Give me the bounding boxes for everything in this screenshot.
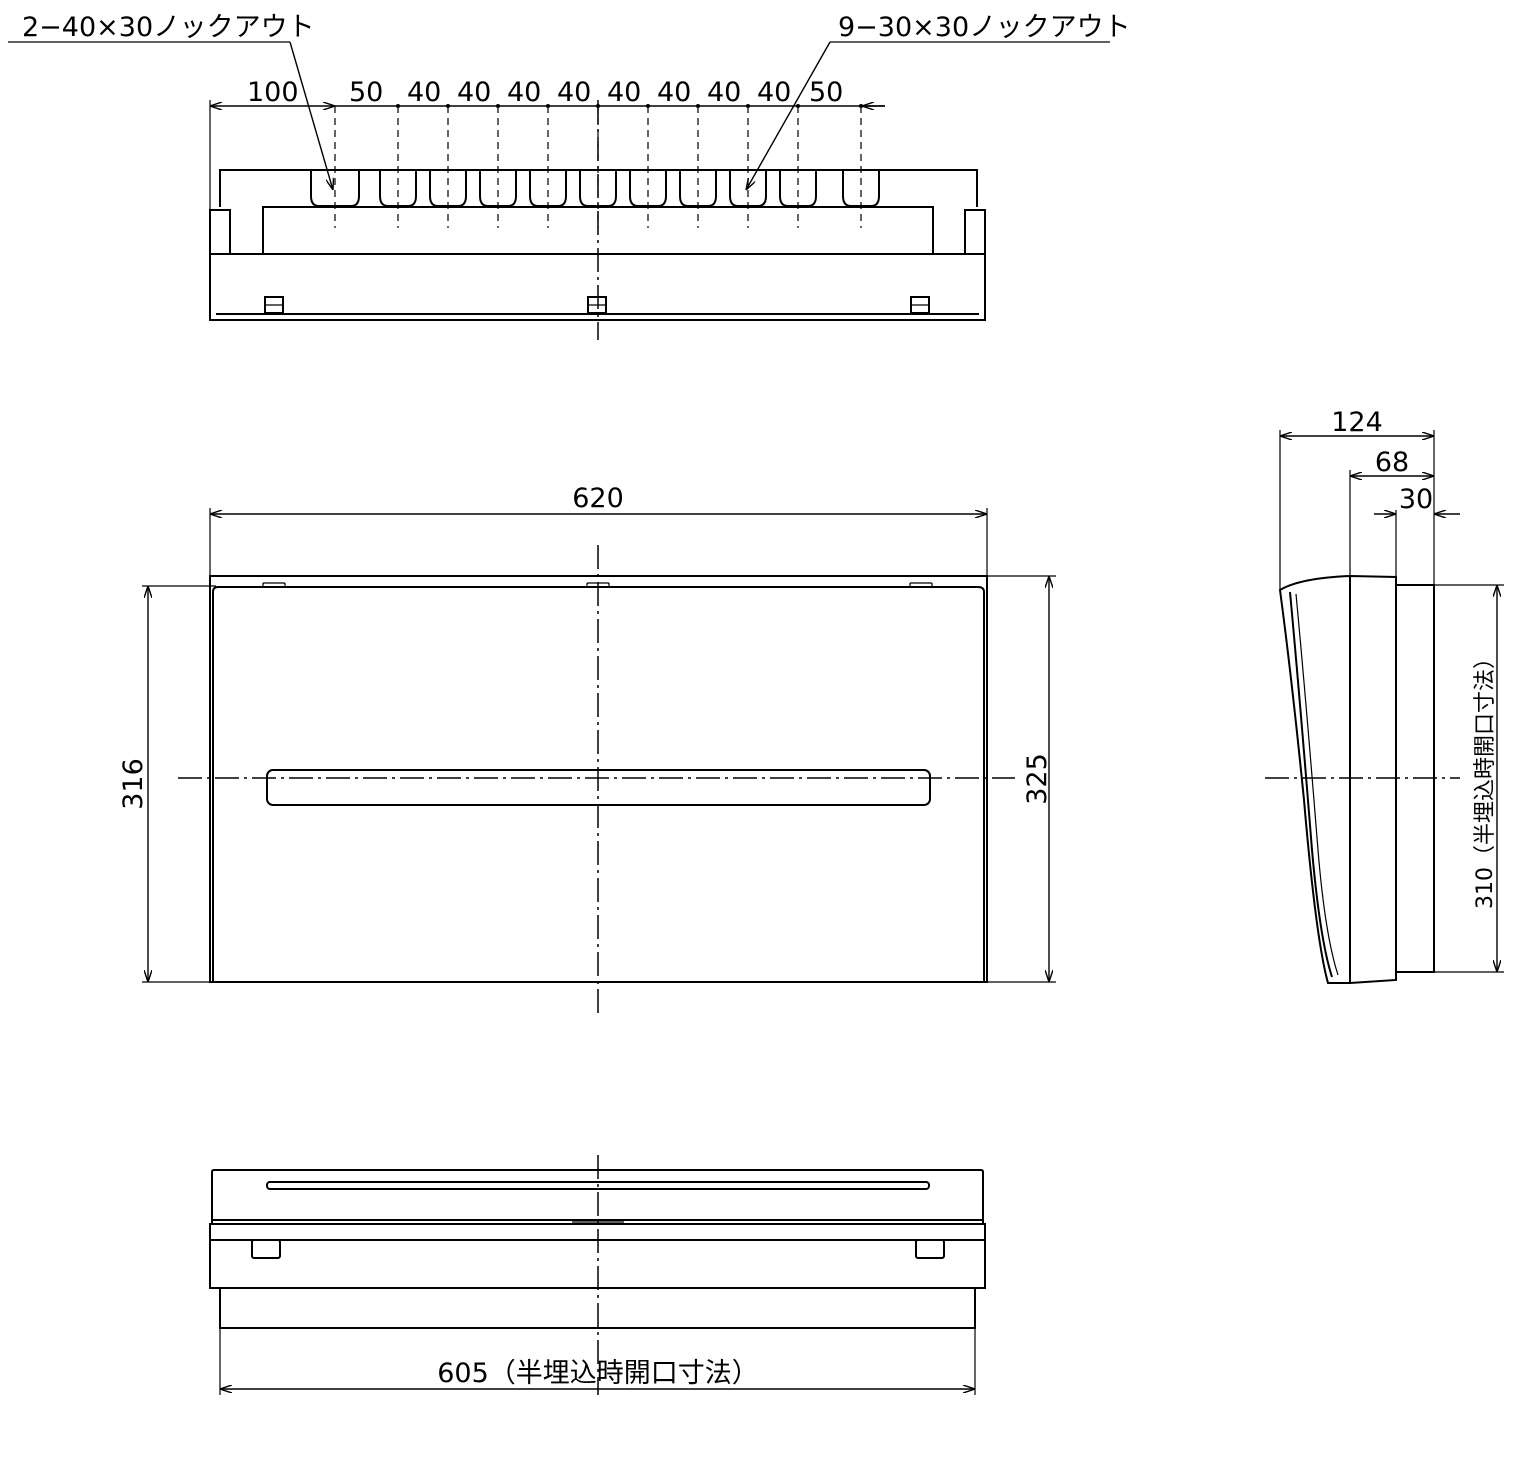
front-width-label: 620 bbox=[572, 483, 624, 514]
spacing-label: 50 bbox=[349, 77, 383, 108]
top-view: 2−40×30ノックアウト 9−30×30ノックアウト 100 50 40 40… bbox=[8, 12, 1131, 340]
spacing-label: 40 bbox=[457, 77, 491, 108]
knockout-cup bbox=[479, 170, 517, 207]
spacing-label: 40 bbox=[707, 77, 741, 108]
knockout-cup bbox=[729, 170, 767, 207]
knockout-cup bbox=[629, 170, 667, 207]
dimension-dot bbox=[646, 104, 650, 108]
top-view-outline bbox=[209, 100, 986, 340]
spacing-label: 100 bbox=[247, 77, 299, 108]
side-view: 124 68 30 310（半埋込時開口寸法） bbox=[1265, 407, 1504, 984]
dimension-dot bbox=[446, 104, 450, 108]
bottom-opening-width-label: 605（半埋込時開口寸法） bbox=[437, 1358, 759, 1389]
dimension-dot bbox=[496, 104, 500, 108]
side-depth-mid-label: 68 bbox=[1375, 447, 1409, 478]
knockout-cup bbox=[779, 170, 817, 207]
spacing-label: 40 bbox=[657, 77, 691, 108]
dimension-dot bbox=[696, 104, 700, 108]
bottom-view: 605（半埋込時開口寸法） bbox=[209, 1155, 986, 1395]
spacing-label: 40 bbox=[407, 77, 441, 108]
front-view: 620 316 325 bbox=[118, 483, 1056, 1015]
knockout-right-label: 9−30×30ノックアウト bbox=[838, 12, 1131, 43]
dimension-dot bbox=[796, 104, 800, 108]
knockout-cup bbox=[379, 170, 417, 207]
front-height-left-label: 316 bbox=[118, 758, 149, 810]
spacing-label: 40 bbox=[607, 77, 641, 108]
clip bbox=[587, 296, 607, 314]
knockout-cup bbox=[429, 170, 467, 207]
spacing-label: 40 bbox=[757, 77, 791, 108]
clip bbox=[264, 296, 284, 314]
knockout-left-label: 2−40×30ノックアウト bbox=[22, 12, 315, 43]
knockout-right-callout: 9−30×30ノックアウト bbox=[746, 12, 1131, 190]
knockout-cup bbox=[310, 170, 360, 207]
bottom-slot bbox=[266, 1181, 930, 1190]
dimension-dot bbox=[396, 104, 400, 108]
dimension-dot bbox=[546, 104, 550, 108]
knockout-cup bbox=[679, 170, 717, 207]
front-height-right-label: 325 bbox=[1022, 753, 1053, 805]
knockout-cup bbox=[842, 170, 880, 207]
knockout-left-callout: 2−40×30ノックアウト bbox=[8, 12, 333, 190]
spacing-label: 40 bbox=[507, 77, 541, 108]
knockout-cup bbox=[529, 170, 567, 207]
side-opening-height-label: 310（半埋込時開口寸法） bbox=[1473, 647, 1498, 909]
spacing-label: 50 bbox=[809, 77, 843, 108]
clip bbox=[910, 296, 930, 314]
dimension-dot bbox=[746, 104, 750, 108]
dimension-dot bbox=[859, 104, 863, 108]
side-depth-total-label: 124 bbox=[1331, 407, 1383, 438]
side-depth-small-label: 30 bbox=[1399, 484, 1433, 515]
spacing-label: 40 bbox=[557, 77, 591, 108]
